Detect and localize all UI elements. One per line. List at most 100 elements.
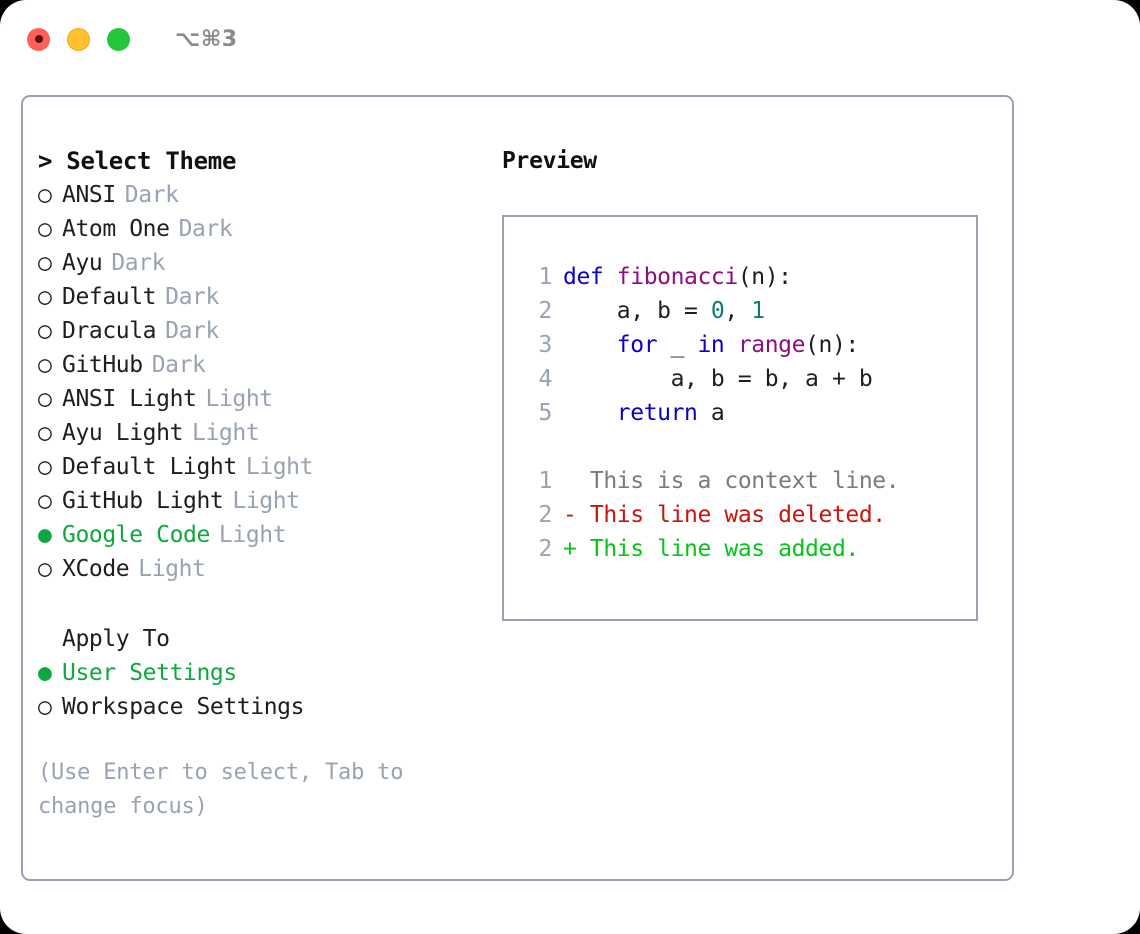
spacer: [38, 586, 498, 622]
code-token-kw: def: [563, 264, 617, 290]
radio-unselected-icon: ○: [38, 250, 52, 276]
code-line: 1 def fibonacci(n):: [522, 260, 976, 294]
theme-option-default[interactable]: ○ Default Dark: [38, 280, 498, 314]
theme-variant-tag: Dark: [178, 216, 233, 242]
apply-to-option-user-settings[interactable]: ● User Settings: [38, 656, 498, 690]
code-line: 5 return a: [522, 396, 976, 430]
spacer: [38, 724, 498, 756]
code-token-kw: for: [616, 332, 658, 358]
code-token-fn: fibonacci: [616, 264, 738, 290]
diff-line-add: 2+ This line was added.: [522, 532, 976, 566]
code-line: 3 for _ in range(n):: [522, 328, 976, 362]
code-token-plain: [724, 332, 737, 358]
keyboard-shortcut-label: ⌥⌘3: [175, 26, 238, 52]
theme-variant-tag: Light: [245, 454, 314, 480]
preview-title: Preview: [502, 148, 597, 174]
theme-option-label: Dracula: [62, 318, 157, 344]
code-token-num: 1: [751, 298, 765, 324]
code-text: return a: [563, 396, 725, 430]
radio-unselected-icon: ○: [38, 352, 52, 378]
radio-unselected-icon: ○: [38, 454, 52, 480]
radio-unselected-icon: ○: [38, 556, 52, 582]
apply-to-option-workspace-settings[interactable]: ○ Workspace Settings: [38, 690, 498, 724]
diff-text: This is a context line.: [563, 468, 900, 494]
apply-to-title: Apply To: [62, 626, 170, 652]
code-token-plain: _: [657, 332, 698, 358]
theme-option-google-code[interactable]: ● Google Code Light: [38, 518, 498, 552]
theme-variant-tag: Light: [138, 556, 206, 582]
line-number: 1: [538, 264, 553, 290]
line-number: 2: [538, 536, 553, 562]
theme-variant-tag: Dark: [165, 284, 219, 310]
theme-option-label: GitHub Light: [62, 488, 224, 514]
theme-option-label: GitHub: [62, 352, 143, 378]
apply-to-option-label: User Settings: [62, 660, 237, 686]
theme-option-label: Ayu Light: [62, 420, 184, 446]
diff-line-ctx: 1 This is a context line.: [522, 464, 976, 498]
theme-option-label: Google Code: [62, 522, 210, 548]
code-line: 4 a, b = b, a + b: [522, 362, 976, 396]
code-token-num: 0: [710, 298, 725, 324]
code-token-plain: a: [697, 400, 725, 426]
theme-option-label: XCode: [62, 556, 130, 582]
diff-text: - This line was deleted.: [563, 502, 886, 528]
window-controls: [27, 27, 130, 51]
title-bar: ⌥⌘3: [0, 0, 1140, 78]
apply-to-option-label: Workspace Settings: [62, 694, 305, 720]
theme-option-label: Default: [62, 284, 157, 310]
theme-option-default-light[interactable]: ○ Default Light Light: [38, 450, 498, 484]
radio-unselected-icon: ○: [38, 420, 52, 446]
theme-variant-tag: Light: [218, 522, 287, 548]
close-window-button[interactable]: [27, 27, 50, 51]
diff-sample: 1 This is a context line.2- This line wa…: [522, 464, 976, 566]
code-token-plain: [563, 332, 617, 358]
radio-unselected-icon: ○: [38, 386, 52, 412]
radio-unselected-icon: ○: [38, 182, 52, 208]
code-token-kw: in: [697, 332, 725, 358]
theme-variant-tag: Dark: [111, 250, 166, 276]
code-token-plain: [563, 400, 617, 426]
code-token-plain: a, b = b, a + b: [563, 366, 873, 392]
theme-option-label: Default Light: [62, 454, 237, 480]
code-token-fn: range: [737, 332, 806, 358]
keyboard-hint-text: (Use Enter to select, Tab to change focu…: [38, 760, 404, 819]
line-number: 1: [538, 468, 553, 494]
theme-option-github[interactable]: ○ GitHub Dark: [38, 348, 498, 382]
radio-unselected-icon: ○: [38, 216, 52, 242]
theme-option-ansi-light[interactable]: ○ ANSI Light Light: [38, 382, 498, 416]
radio-unselected-icon: ○: [38, 284, 52, 310]
radio-unselected-icon: ○: [38, 318, 52, 344]
diff-line-del: 2- This line was deleted.: [522, 498, 976, 532]
minimize-window-button[interactable]: [67, 27, 90, 51]
select-theme-prompt: > Select Theme: [38, 147, 237, 175]
theme-option-atom-one[interactable]: ○ Atom One Dark: [38, 212, 498, 246]
theme-option-label: ANSI Light: [62, 386, 197, 412]
line-number: 2: [538, 298, 553, 324]
theme-variant-tag: Dark: [151, 352, 206, 378]
radio-unselected-icon: ○: [38, 694, 52, 720]
apply-to-option-list[interactable]: ● User Settings ○ Workspace Settings: [38, 656, 498, 724]
theme-option-xcode[interactable]: ○ XCode Light: [38, 552, 498, 586]
radio-selected-icon: ●: [38, 522, 52, 548]
code-text: a, b = 0, 1: [563, 294, 765, 328]
maximize-window-button[interactable]: [107, 27, 130, 51]
line-number: 4: [538, 366, 553, 392]
code-text: a, b = b, a + b: [563, 362, 873, 396]
radio-selected-icon: ●: [38, 660, 52, 686]
code-token-plain: a, b =: [563, 298, 711, 324]
line-number: 5: [538, 400, 553, 426]
theme-option-label: Atom One: [62, 216, 170, 242]
code-text: def fibonacci(n):: [563, 260, 792, 294]
theme-variant-tag: Light: [205, 386, 273, 412]
theme-variant-tag: Dark: [124, 182, 179, 208]
